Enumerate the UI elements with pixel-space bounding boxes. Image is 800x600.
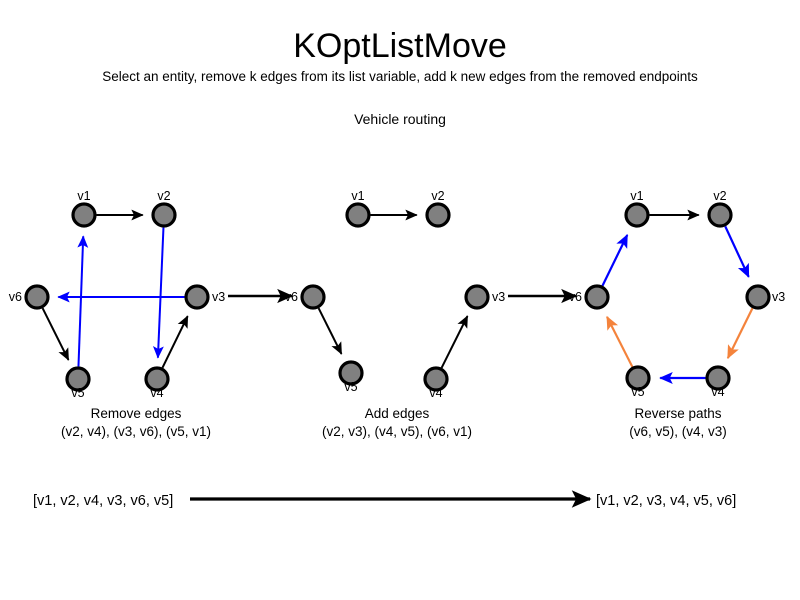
node-label-remove-v5: v5 bbox=[71, 386, 84, 400]
node-reverse-v1[interactable] bbox=[624, 202, 650, 228]
panel-caption-title-add: Add edges bbox=[365, 406, 430, 421]
edge-reverse-v6-to-v1 bbox=[601, 233, 629, 287]
node-remove-v3[interactable] bbox=[184, 284, 210, 310]
node-reverse-v4[interactable] bbox=[705, 365, 731, 391]
node-add-v1[interactable] bbox=[345, 202, 371, 228]
node-label-reverse-v3: v3 bbox=[772, 290, 785, 304]
node-reverse-v2[interactable] bbox=[707, 202, 733, 228]
node-label-reverse-v4: v4 bbox=[711, 385, 724, 399]
node-remove-v6[interactable] bbox=[24, 284, 50, 310]
panel-caption-title-remove: Remove edges bbox=[91, 406, 182, 421]
node-remove-v4[interactable] bbox=[144, 366, 170, 392]
edge-add-v4-to-v3 bbox=[440, 315, 469, 369]
panel-caption-title-reverse: Reverse paths bbox=[634, 406, 721, 421]
node-label-remove-v4: v4 bbox=[150, 386, 163, 400]
node-add-v6[interactable] bbox=[300, 284, 326, 310]
panel-caption-detail-remove: (v2, v4), (v3, v6), (v5, v1) bbox=[61, 424, 211, 439]
panel-caption-detail-add: (v2, v3), (v4, v5), (v6, v1) bbox=[322, 424, 472, 439]
node-add-v4[interactable] bbox=[423, 366, 449, 392]
nodes-layer bbox=[24, 202, 771, 392]
page-subtitle: Select an entity, remove k edges from it… bbox=[102, 69, 698, 84]
node-label-remove-v2: v2 bbox=[157, 189, 170, 203]
edge-reverse-v2-to-v3 bbox=[724, 225, 750, 278]
node-add-v2[interactable] bbox=[425, 202, 451, 228]
node-label-add-v3: v3 bbox=[492, 290, 505, 304]
node-add-v5[interactable] bbox=[338, 360, 364, 386]
node-label-remove-v3: v3 bbox=[212, 290, 225, 304]
edge-reverse-v5-to-v6 bbox=[606, 315, 634, 368]
edges-layer bbox=[41, 209, 754, 385]
sequence-layer: [v1, v2, v4, v3, v6, v5] [v1, v2, v3, v4,… bbox=[33, 490, 736, 509]
domain-label: Vehicle routing bbox=[354, 111, 446, 127]
node-label-remove-v1: v1 bbox=[77, 189, 90, 203]
node-label-remove-v6: v6 bbox=[9, 290, 22, 304]
sequence-before: [v1, v2, v4, v3, v6, v5] bbox=[33, 493, 173, 509]
node-add-v3[interactable] bbox=[464, 284, 490, 310]
edge-add-v6-to-v5 bbox=[317, 307, 343, 355]
node-label-add-v5: v5 bbox=[344, 380, 357, 394]
node-label-reverse-v2: v2 bbox=[713, 189, 726, 203]
edge-remove-v5-to-v1 bbox=[77, 235, 89, 367]
edge-remove-v4-to-v3 bbox=[161, 315, 189, 369]
page-title: KOptListMove bbox=[293, 27, 507, 65]
node-remove-v5[interactable] bbox=[65, 366, 91, 392]
edge-remove-v2-to-v4 bbox=[152, 227, 165, 359]
node-reverse-v3[interactable] bbox=[745, 284, 771, 310]
node-remove-v2[interactable] bbox=[151, 202, 177, 228]
edge-remove-v6-to-v5 bbox=[41, 307, 70, 361]
node-label-reverse-v5: v5 bbox=[631, 385, 644, 399]
node-label-add-v2: v2 bbox=[431, 189, 444, 203]
edge-reverse-v3-to-v4 bbox=[726, 307, 754, 360]
sequence-after: [v1, v2, v3, v4, v5, v6] bbox=[596, 493, 736, 509]
panel-caption-detail-reverse: (v6, v5), (v4, v3) bbox=[629, 424, 727, 439]
node-label-add-v1: v1 bbox=[351, 189, 364, 203]
node-reverse-v5[interactable] bbox=[625, 365, 651, 391]
node-label-add-v4: v4 bbox=[429, 386, 442, 400]
node-label-reverse-v1: v1 bbox=[630, 189, 643, 203]
node-remove-v1[interactable] bbox=[71, 202, 97, 228]
node-reverse-v6[interactable] bbox=[584, 284, 610, 310]
